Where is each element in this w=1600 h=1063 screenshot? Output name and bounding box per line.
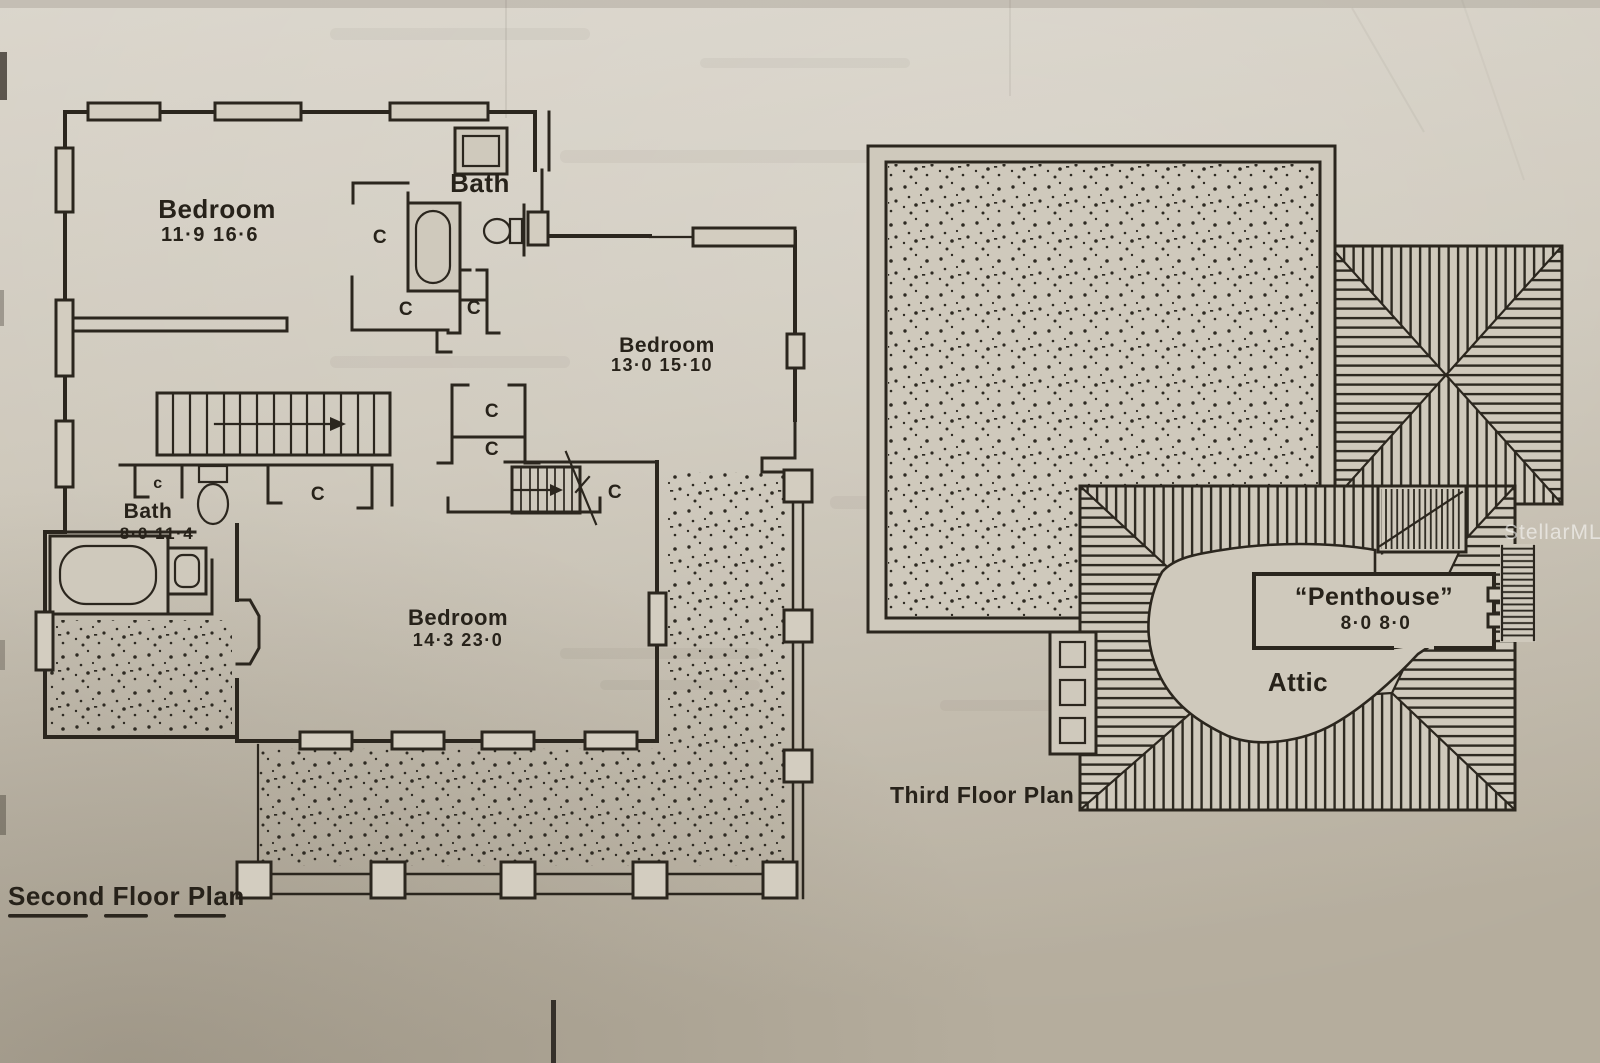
- second-floor-plan: Bedroom 11·9 16·6 Bath Bedroom 13·0 15·1…: [8, 101, 814, 918]
- stair-direction-arrow-small: [550, 484, 563, 496]
- door-jamb: [235, 598, 261, 666]
- title-underline: [8, 914, 226, 918]
- closet-label: C: [485, 401, 499, 422]
- paper-creases: [505, 0, 1525, 181]
- medicine-cabinet: [453, 126, 509, 176]
- third-floor-title: Third Floor Plan: [890, 782, 1074, 808]
- bath-lower-label: Bath: [124, 500, 173, 523]
- bath-lower-dims: 8·0 11·4: [120, 524, 194, 543]
- bedroom3-label: Bedroom: [408, 605, 508, 630]
- bedroom2-label: Bedroom: [619, 334, 715, 357]
- staircase: [155, 391, 392, 457]
- closet-label: C: [608, 482, 622, 503]
- deck-railing: [235, 468, 814, 900]
- closet-label: C: [467, 298, 481, 319]
- stairs-secondary: [510, 450, 598, 526]
- scan-artifact-bottom: [551, 1000, 556, 1063]
- bath-closet-walls: [350, 181, 501, 354]
- penthouse-label: “Penthouse”: [1295, 583, 1453, 611]
- attic-label: Attic: [1268, 667, 1328, 697]
- closet-labels: C C C C C c C C: [153, 227, 622, 505]
- closet-label-small: c: [153, 475, 162, 492]
- sink: [166, 546, 208, 596]
- scan-edge-top: [0, 0, 1600, 8]
- bathtub-lower: [48, 534, 170, 616]
- hall-wall: [118, 463, 394, 510]
- third-floor-plan: “Penthouse” 8·0 8·0 Attic Third Floor Pl…: [866, 144, 1564, 812]
- bath-upper-label: Bath: [450, 168, 510, 198]
- penthouse-dims: 8·0 8·0: [1341, 613, 1412, 634]
- toilet-upper: [482, 217, 524, 245]
- dormer-windows: [1048, 630, 1098, 756]
- watermark: StellarMLS: [1504, 521, 1600, 544]
- closet-label: C: [311, 484, 325, 505]
- deck-stipple-right: [666, 472, 786, 748]
- roof-hip-upper: [1328, 244, 1564, 506]
- toilet-lower: [196, 464, 230, 526]
- closet-walls-center: [436, 383, 541, 465]
- second-floor-title: Second Floor Plan: [8, 881, 245, 911]
- roof-ladder: [1500, 544, 1536, 642]
- closet-label: C: [485, 439, 499, 460]
- bedroom1-label: Bedroom: [158, 194, 276, 224]
- bathtub-upper: [406, 201, 462, 293]
- attic-floor-area: [1147, 542, 1437, 744]
- bedroom1-dims: 11·9 16·6: [161, 224, 259, 246]
- penthouse-stairs: [1376, 484, 1468, 554]
- deck-stipple-bottom: [258, 748, 786, 866]
- windows: [34, 101, 806, 751]
- bedroom3-dims: 14·3 23·0: [413, 630, 504, 650]
- closet-label: C: [399, 299, 413, 320]
- stair-direction-arrow: [330, 417, 346, 431]
- deck-stipple-corner: [50, 620, 232, 734]
- closet-label: C: [373, 227, 387, 248]
- penthouse-room: [1252, 572, 1504, 650]
- scan-artifacts-left: [0, 52, 7, 835]
- bedroom2-dims: 13·0 15·10: [611, 355, 713, 375]
